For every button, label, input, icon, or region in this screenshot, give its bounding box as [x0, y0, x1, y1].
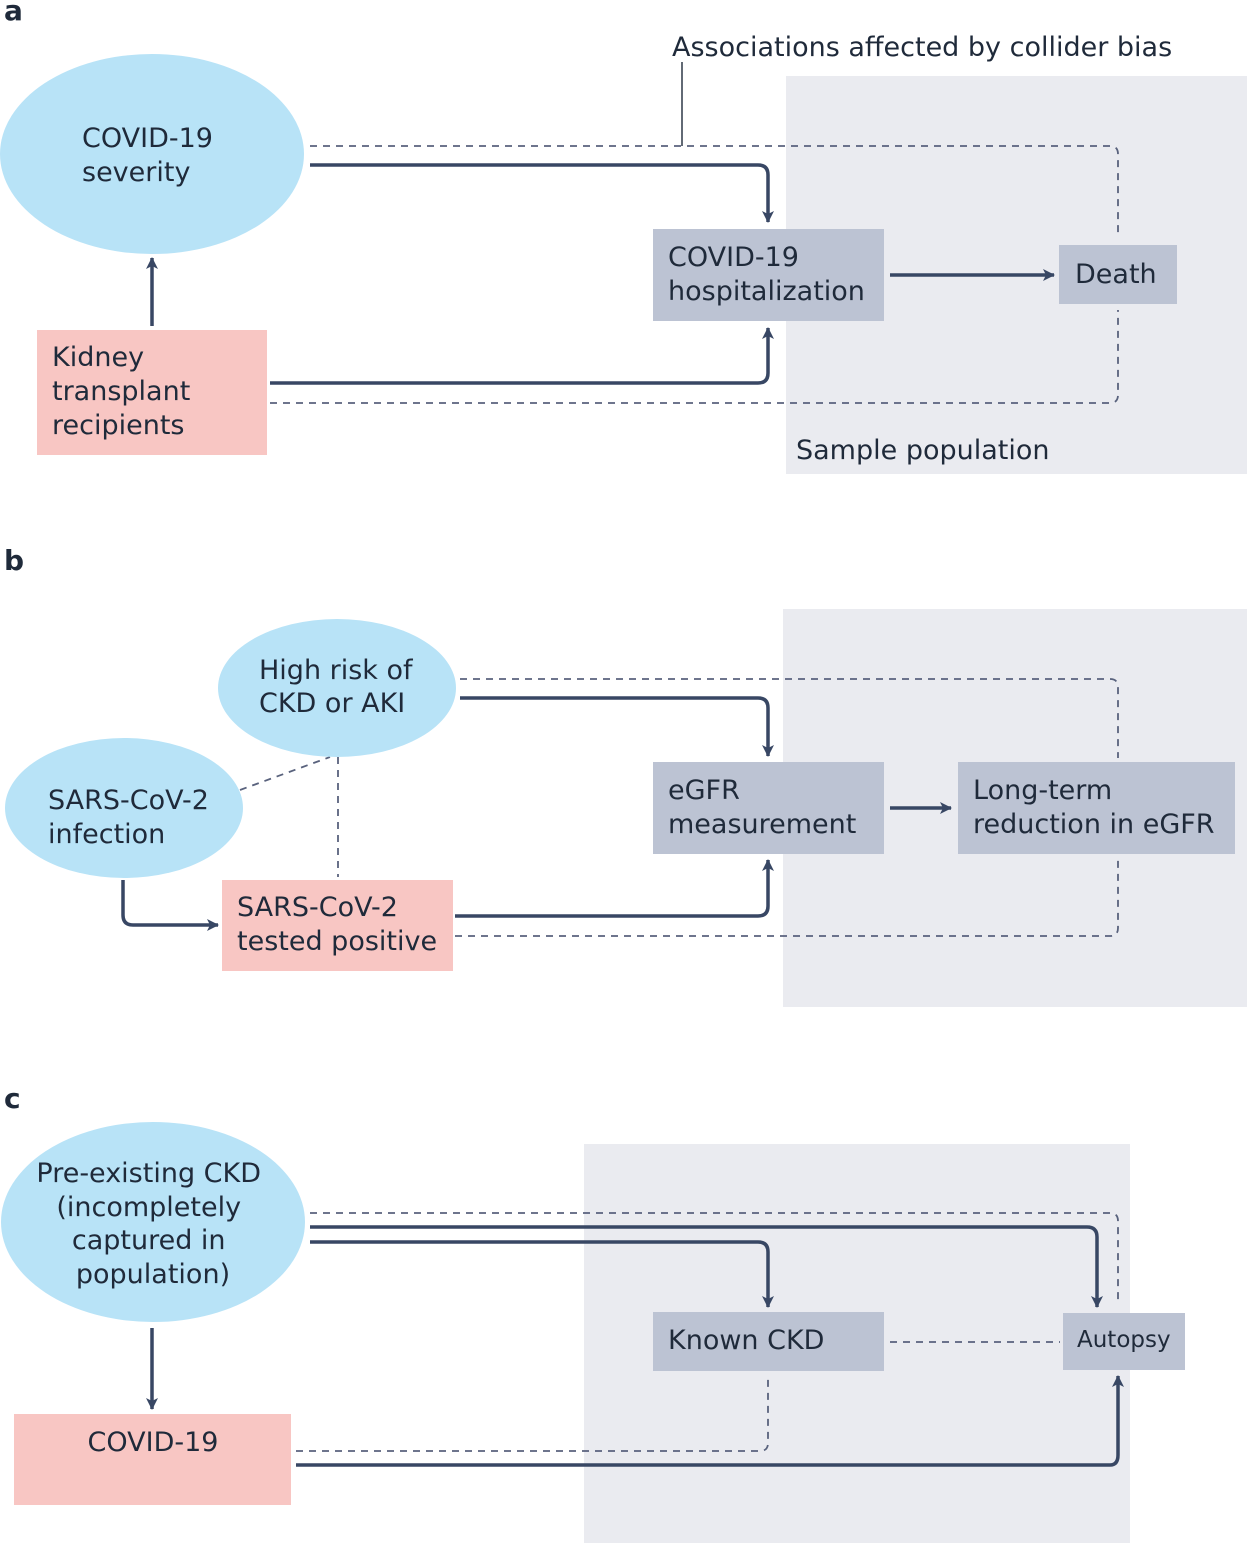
- arrow-severity-to-hospitalization: [310, 163, 774, 223]
- sars-cov-2-tested-positive-node: [222, 880, 453, 971]
- sars-cov-2-infection-node: [5, 738, 243, 878]
- long-term-reduction-egfr-label: Long-term reduction in eGFR: [973, 775, 1215, 840]
- pre-existing-ckd-label: Pre-existing CKD (incompletely captured …: [36, 1158, 269, 1290]
- high-risk-ckd-aki-node: [218, 619, 456, 757]
- covid-19-node: [14, 1414, 291, 1505]
- panel-letter-a: a: [4, 0, 23, 27]
- kidney-transplant-recipients-node: [37, 330, 267, 455]
- known-ckd-node: [653, 1312, 884, 1371]
- panel-c: c Pre-existing CKD (incompletely capture…: [1, 1082, 1185, 1543]
- arrow-infection-to-tested: [121, 880, 219, 931]
- sars-cov-2-tested-positive-label: SARS-CoV-2 tested positive: [237, 892, 437, 957]
- dashed-association-highrisk-reduction: [460, 678, 1119, 758]
- pre-existing-ckd-node: [1, 1122, 305, 1322]
- arrow-preexisting-to-knownckd: [310, 1240, 774, 1308]
- panel-letter-c: c: [4, 1082, 21, 1115]
- high-risk-ckd-aki-label: High risk of CKD or AKI: [259, 655, 421, 719]
- egfr-measurement-node: [653, 762, 884, 854]
- dashed-link-infection-highrisk: [239, 756, 331, 791]
- covid-severity-node: [0, 54, 304, 254]
- dashed-association-severity-death: [310, 145, 1119, 236]
- panel-b: b High risk of CKD or AKI SARS-CoV-2 inf…: [4, 544, 1247, 1007]
- dashed-association-covid-knownckd: [296, 1375, 769, 1452]
- arrow-highrisk-to-egfr: [460, 696, 774, 757]
- arrow-recipients-to-hospitalization: [270, 327, 774, 385]
- death-node: [1059, 245, 1177, 304]
- covid-hospitalization-node: [653, 229, 884, 321]
- kidney-transplant-recipients-label: Kidney transplant recipients: [52, 342, 199, 441]
- arrow-preexisting-to-autopsy: [310, 1225, 1103, 1308]
- known-ckd-label: Known CKD: [668, 1325, 824, 1356]
- arrow-tested-to-egfr: [455, 859, 774, 918]
- autopsy-node: [1063, 1313, 1185, 1370]
- egfr-measurement-label: eGFR measurement: [668, 775, 856, 840]
- covid-hospitalization-label: COVID-19 hospitalization: [668, 242, 865, 307]
- covid-severity-label: COVID-19 severity: [82, 123, 222, 188]
- dashed-association-tested-reduction: [455, 856, 1119, 937]
- long-term-reduction-egfr-node: [958, 762, 1235, 854]
- arrow-covid-to-autopsy: [296, 1375, 1124, 1467]
- sars-cov-2-infection-label: SARS-CoV-2 infection: [48, 785, 218, 850]
- collider-bias-callout: Associations affected by collider bias: [672, 32, 1172, 63]
- death-label: Death: [1075, 259, 1157, 290]
- covid-19-label: COVID-19: [88, 1427, 219, 1458]
- autopsy-label: Autopsy: [1077, 1327, 1171, 1353]
- panel-a: a Sample population Associations affecte…: [0, 0, 1247, 474]
- panel-letter-b: b: [4, 544, 24, 577]
- dashed-association-recipients-death: [270, 310, 1119, 404]
- dashed-association-preexisting-autopsy: [310, 1212, 1119, 1305]
- sample-population-label: Sample population: [796, 435, 1050, 466]
